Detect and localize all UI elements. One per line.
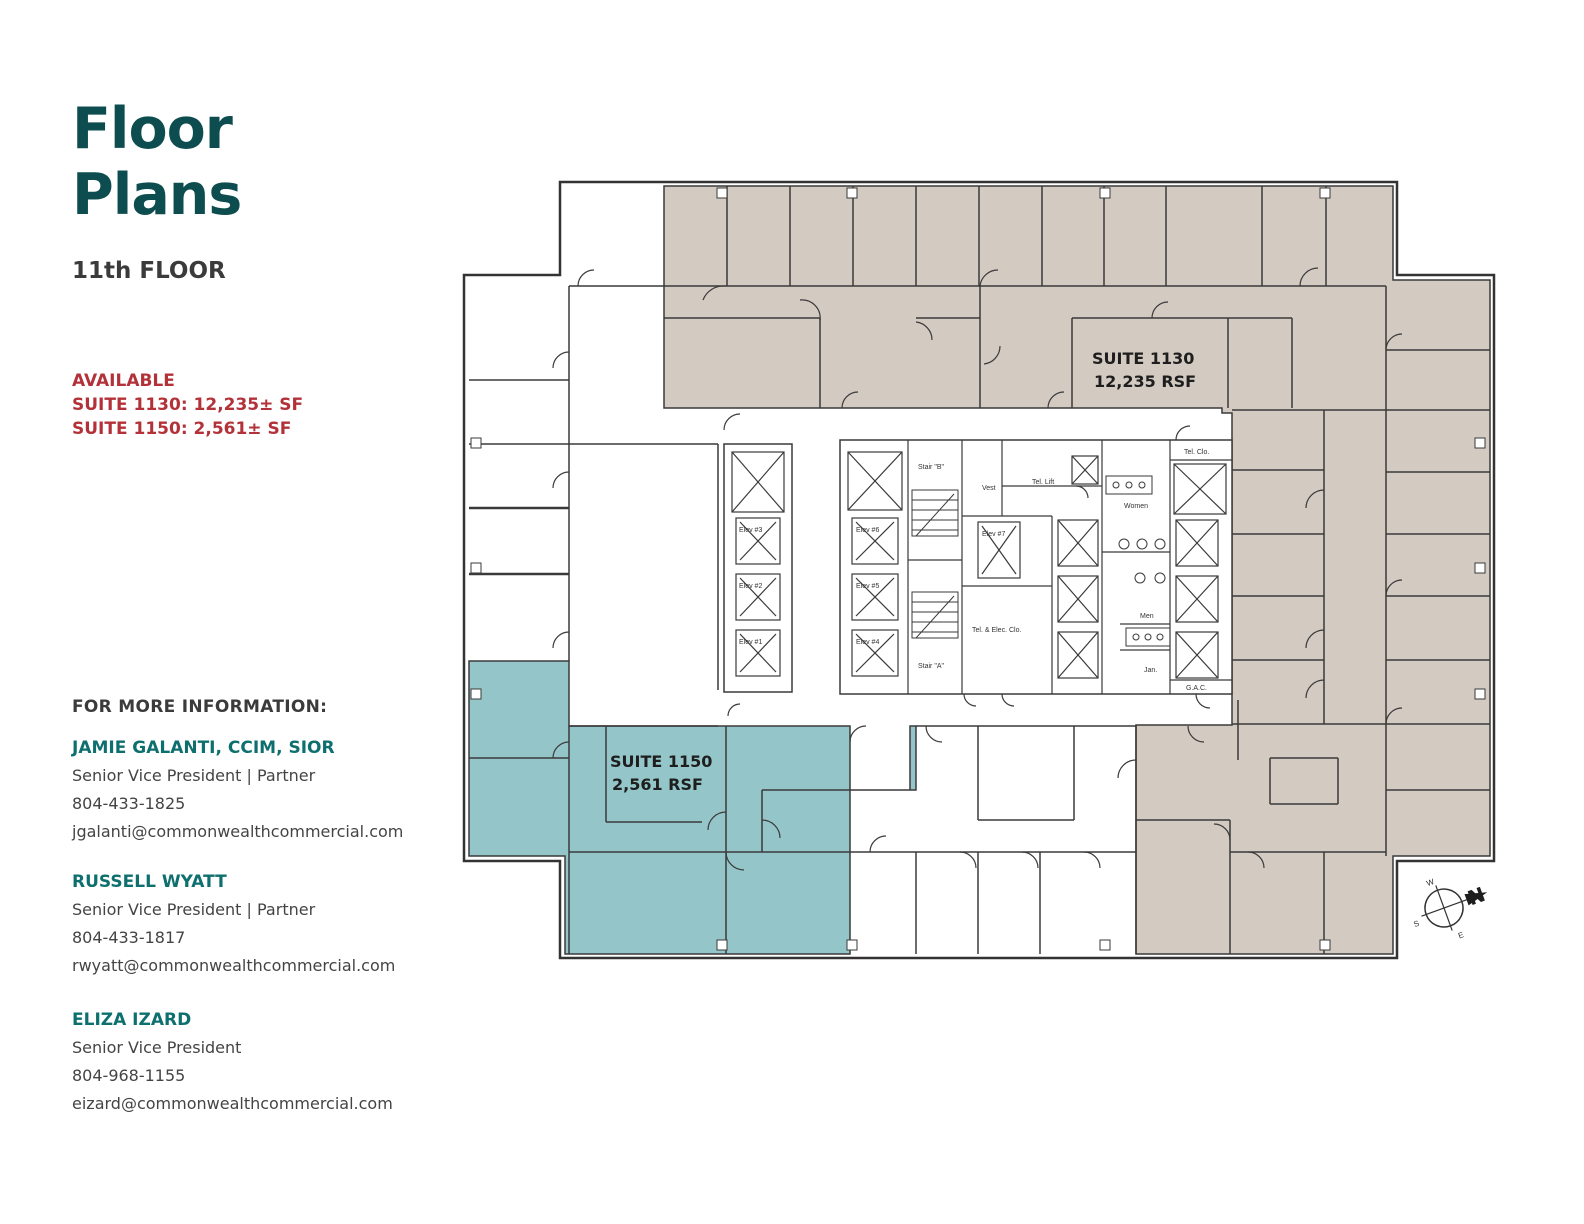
contact-name: JAMIE GALANTI, CCIM, SIOR xyxy=(72,738,335,758)
building-core xyxy=(723,439,1233,695)
compass-icon: W S E N xyxy=(1412,877,1488,940)
suite-1130-area-label: 12,235 RSF xyxy=(1094,372,1196,391)
floor-label: 11th FLOOR xyxy=(72,258,226,284)
contact-name: ELIZA IZARD xyxy=(72,1010,192,1030)
suite-1130-label: SUITE 1130 12,235 RSF xyxy=(1092,349,1196,391)
room-label: Elev #1 xyxy=(739,639,762,646)
room-label: Men xyxy=(1140,613,1154,620)
restroom-fixtures xyxy=(1105,475,1171,647)
contact-phone[interactable]: 804-433-1825 xyxy=(72,794,186,813)
contact-card: ELIZA IZARD Senior Vice President 804-96… xyxy=(72,1006,393,1118)
west-offices xyxy=(469,285,719,727)
page-title: Floor Plans xyxy=(72,96,242,228)
title-line-1: Floor xyxy=(72,96,233,162)
room-label: G.A.C. xyxy=(1186,685,1207,692)
compass-s: S xyxy=(1412,919,1420,929)
contact-name: RUSSELL WYATT xyxy=(72,872,227,892)
south-offices xyxy=(850,725,1136,954)
contact-card: RUSSELL WYATT Senior Vice President | Pa… xyxy=(72,868,395,980)
room-label: Stair "B" xyxy=(918,464,944,471)
room-label: Women xyxy=(1124,503,1148,510)
availability-block: AVAILABLE SUITE 1130: 12,235± SF SUITE 1… xyxy=(72,369,303,441)
compass-e: E xyxy=(1457,930,1465,940)
availability-heading: AVAILABLE xyxy=(72,371,175,391)
room-label: Jan. xyxy=(1144,667,1157,674)
suite-1130-name: SUITE 1130 xyxy=(1092,349,1194,368)
stairs xyxy=(911,489,959,639)
suite-1150-partitions xyxy=(469,726,850,954)
column-markers xyxy=(470,187,1486,951)
contact-card: JAMIE GALANTI, CCIM, SIOR Senior Vice Pr… xyxy=(72,734,403,846)
room-label: Stair "A" xyxy=(918,663,944,670)
room-label: Elev #4 xyxy=(856,639,879,646)
contact-phone[interactable]: 804-433-1817 xyxy=(72,928,186,947)
contact-email[interactable]: rwyatt@commonwealthcommercial.com xyxy=(72,956,396,975)
suite-1130-partitions xyxy=(664,186,1490,954)
room-label: Tel. Lift xyxy=(1032,479,1054,486)
suite-1150-name: SUITE 1150 xyxy=(610,752,712,771)
elevator-shafts xyxy=(731,451,1227,679)
room-label: Elev #3 xyxy=(739,527,762,534)
room-label: Elev #6 xyxy=(856,527,879,534)
room-label: Vest xyxy=(982,485,996,492)
room-label: Elev #2 xyxy=(739,583,762,590)
contact-title: Senior Vice President | Partner xyxy=(72,766,316,785)
contact-email[interactable]: jgalanti@commonwealthcommercial.com xyxy=(72,822,404,841)
room-label: Tel. Clo. xyxy=(1184,449,1209,456)
info-heading: FOR MORE INFORMATION: xyxy=(72,697,328,717)
room-label: Tel. & Elec. Clo. xyxy=(972,627,1021,634)
door-swings xyxy=(552,267,1403,871)
contact-email[interactable]: eizard@commonwealthcommercial.com xyxy=(72,1094,393,1113)
suite-1150-area-label: 2,561 RSF xyxy=(612,775,703,794)
compass-n: N xyxy=(1464,882,1488,910)
availability-suite-1150: SUITE 1150: 2,561± SF xyxy=(72,419,292,439)
contact-phone[interactable]: 804-968-1155 xyxy=(72,1066,186,1085)
room-label: Elev #5 xyxy=(856,583,879,590)
contact-title: Senior Vice President | Partner xyxy=(72,900,316,919)
core-partitions xyxy=(907,440,1232,694)
room-label: Elev #7 xyxy=(982,531,1005,538)
title-line-2: Plans xyxy=(72,162,242,228)
compass-w: W xyxy=(1425,877,1436,888)
suite-1150-label: SUITE 1150 2,561 RSF xyxy=(610,752,712,794)
contact-title: Senior Vice President xyxy=(72,1038,242,1057)
availability-suite-1130: SUITE 1130: 12,235± SF xyxy=(72,395,304,415)
room-labels: Stair "B" Stair "A" Vest Tel. Lift Women… xyxy=(739,449,1209,692)
